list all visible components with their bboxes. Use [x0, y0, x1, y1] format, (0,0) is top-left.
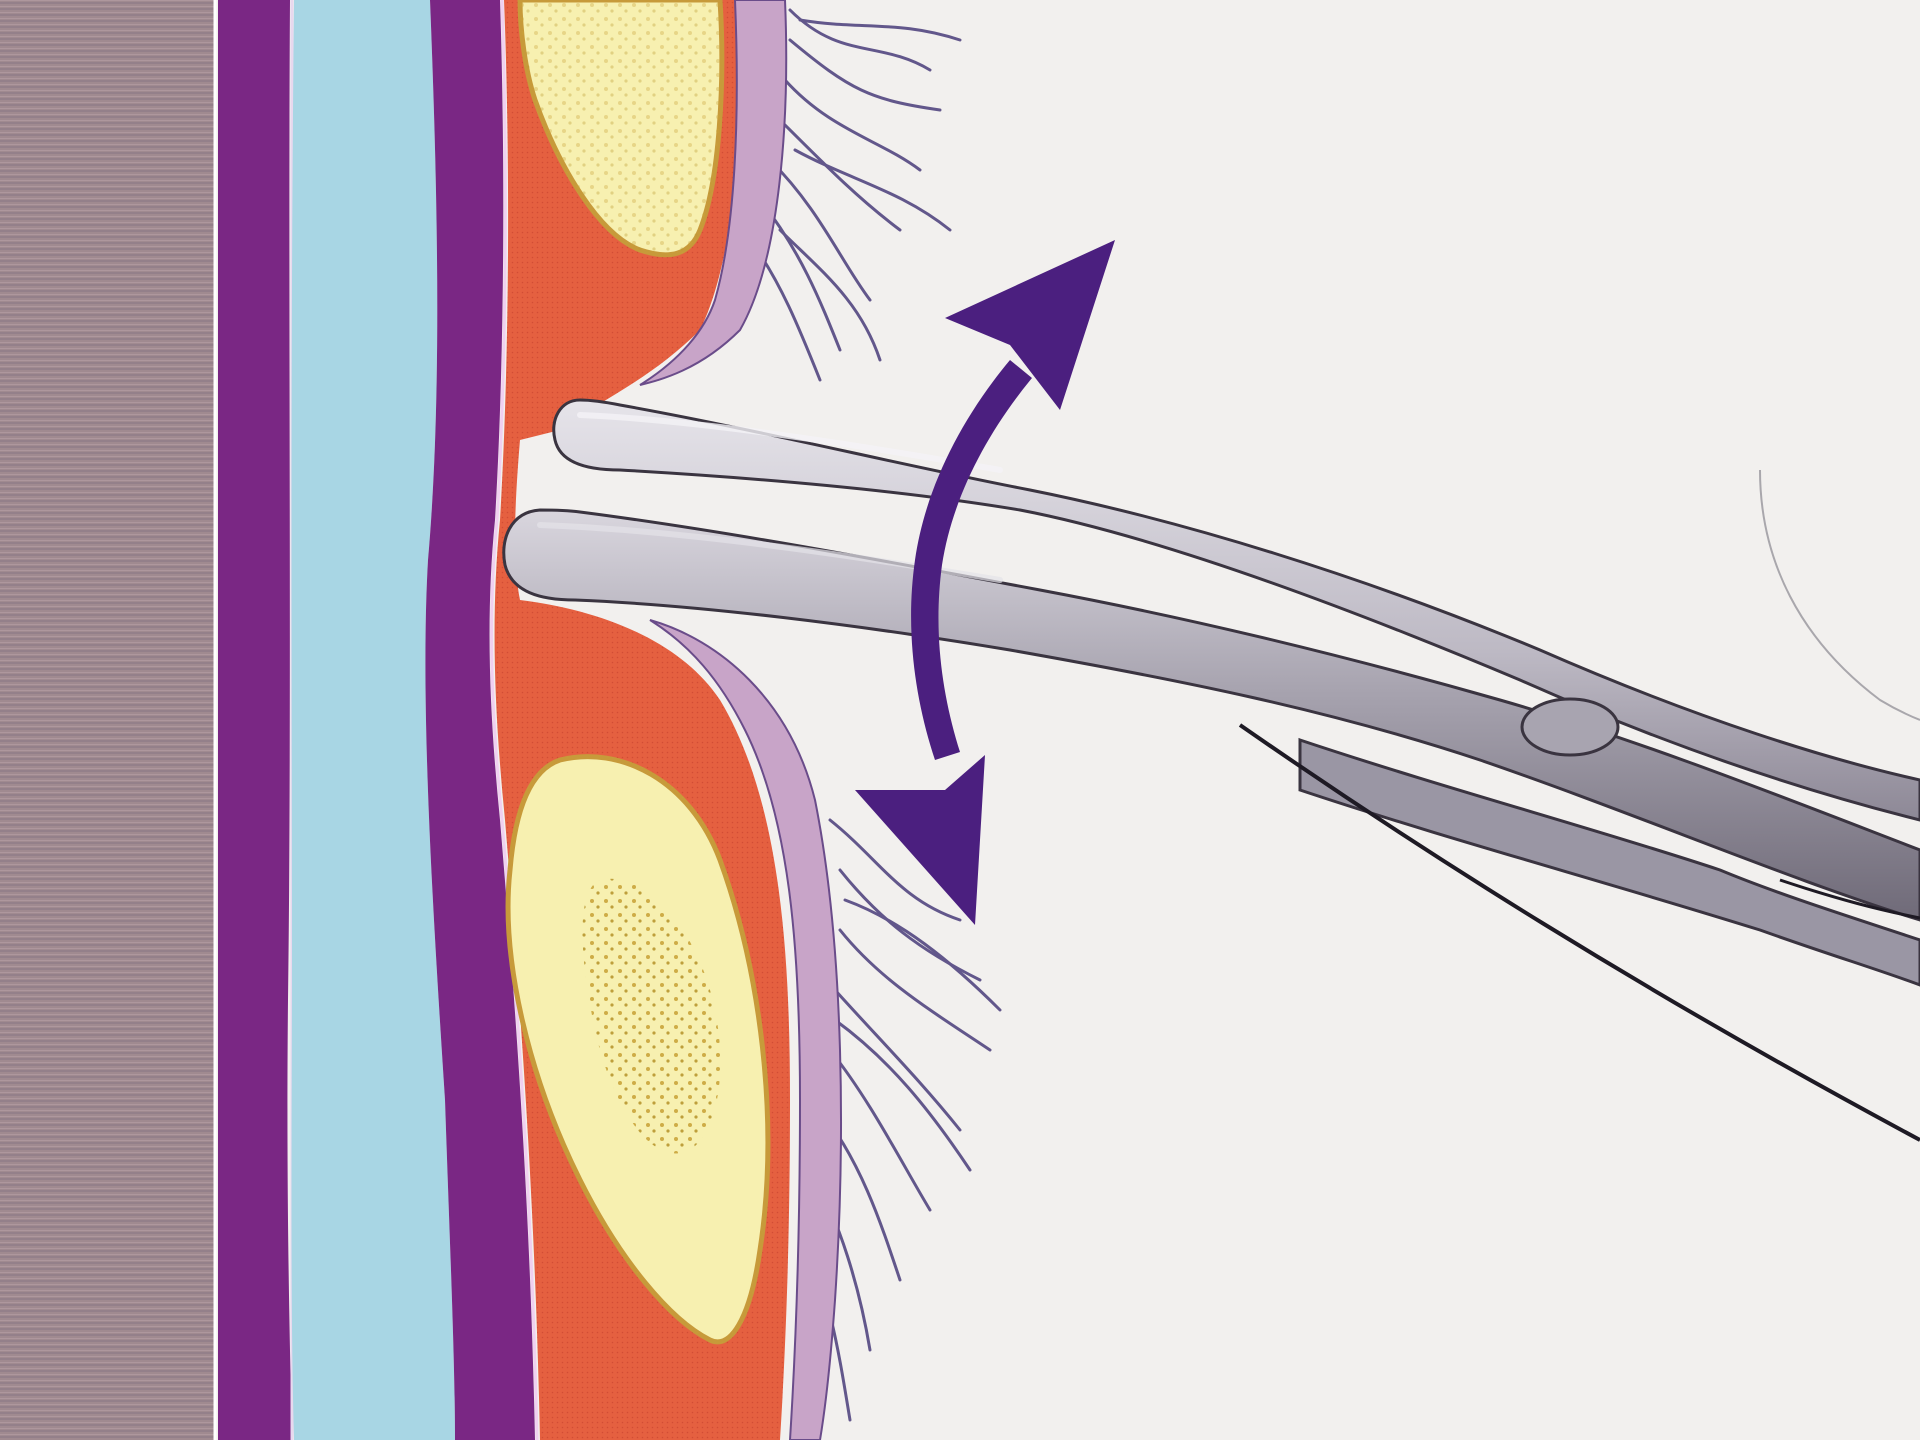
scissors-pivot-screw [1522, 699, 1618, 755]
membrane-outer [218, 0, 292, 1440]
tissue-bulk [0, 0, 215, 1440]
